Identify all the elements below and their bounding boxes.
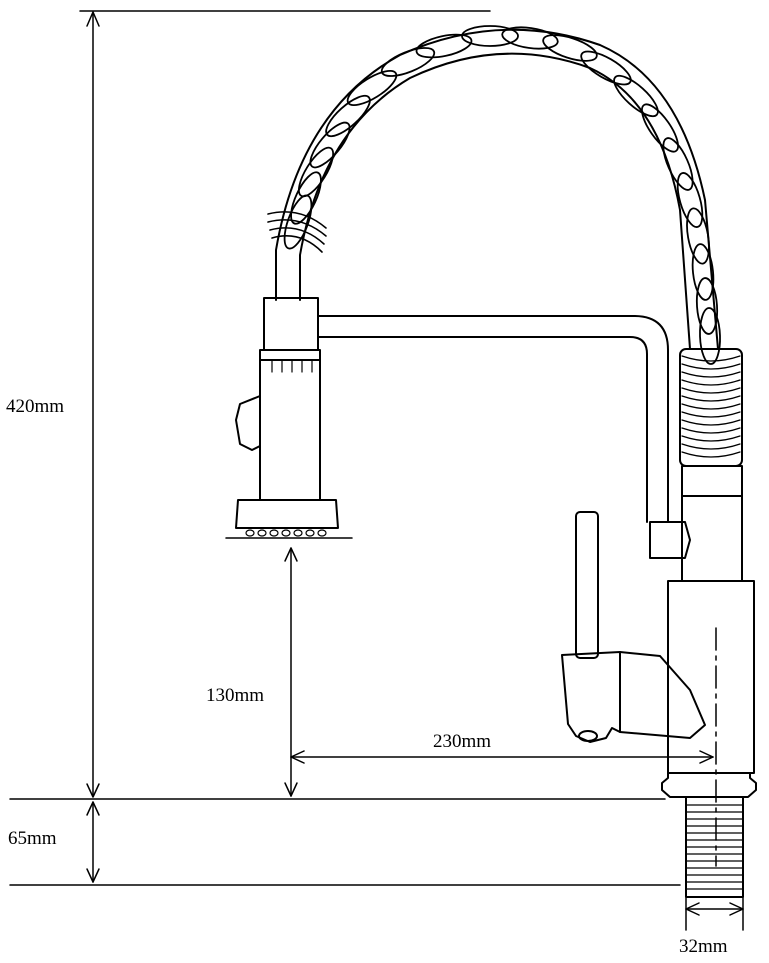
spout-arm (317, 315, 669, 523)
spray-grip-lines (271, 359, 313, 373)
spout-arm-outer (317, 315, 669, 523)
dimension-lines (9, 10, 744, 931)
spray-nozzles (245, 529, 327, 537)
spray-face (235, 499, 339, 529)
spout-arm-inner (317, 336, 648, 523)
base-65-label: 65mm (8, 828, 57, 849)
spring-end-coils (267, 211, 327, 253)
lever-base (561, 651, 706, 743)
collar-coils (681, 355, 741, 458)
shank-32-arrow-right (729, 902, 744, 916)
lever-knob (578, 730, 598, 742)
spray-handle (259, 359, 321, 501)
spring-hose (267, 25, 721, 365)
spout-holder-clip (649, 521, 691, 559)
height-420-arrow-top (86, 11, 100, 27)
upper-neck (681, 465, 743, 582)
base-65-arrow-top (86, 801, 100, 816)
spray-trigger-button (235, 395, 261, 451)
height-420-label: 420mm (6, 396, 65, 417)
shank-threads (685, 804, 744, 890)
height-420-arrow-bottom (86, 783, 100, 798)
clearance-130-arrow-top (284, 547, 298, 562)
reach-230-arrow-right (699, 750, 714, 764)
spring-collar (679, 348, 743, 467)
reach-230-label: 230mm (433, 731, 492, 752)
base-65-arrow-bottom (86, 868, 100, 883)
base-plate (661, 772, 757, 798)
reach-230-arrow-left (290, 750, 305, 764)
faucet-body (561, 348, 757, 898)
spray-connector (263, 297, 319, 351)
spray-head (235, 297, 339, 537)
hose-outer (275, 28, 719, 350)
lever-handle (575, 511, 599, 659)
clearance-130-label: 130mm (206, 685, 265, 706)
shank-32-arrow-left (685, 902, 700, 916)
spring-coils (283, 25, 721, 365)
shank-32-label: 32mm (679, 936, 728, 957)
main-column (667, 580, 755, 774)
clearance-130-arrow-bottom (284, 782, 298, 797)
spray-collar (259, 349, 321, 361)
